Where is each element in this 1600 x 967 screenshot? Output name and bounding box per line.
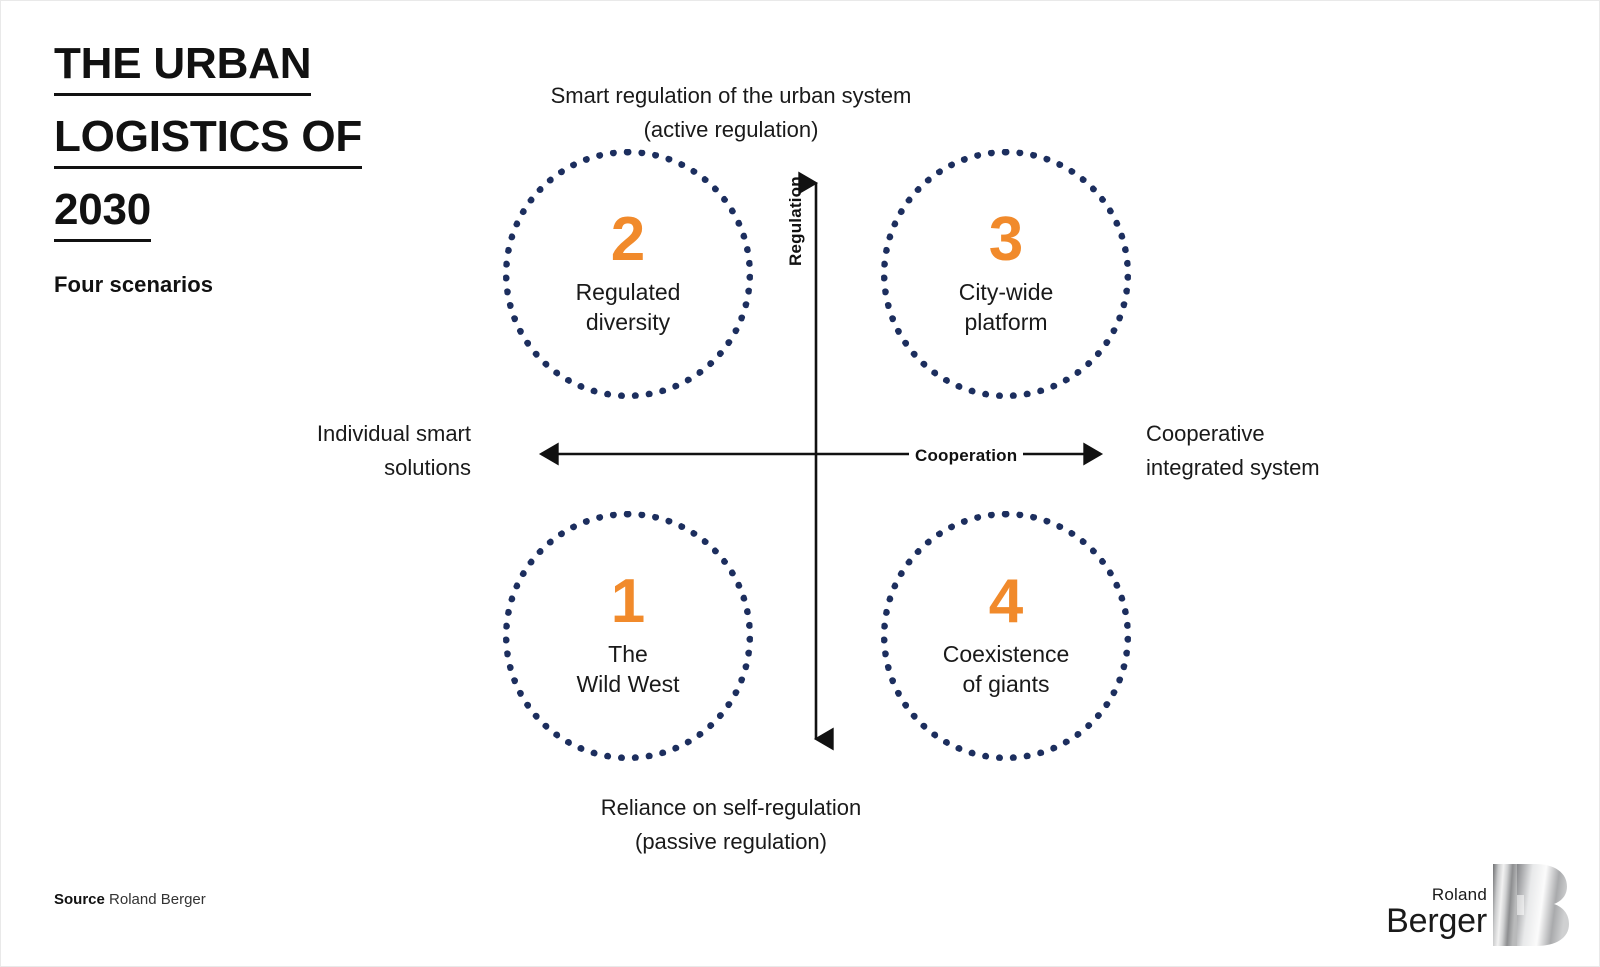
page-title-line-3: 2030: [54, 185, 151, 242]
source-label: Source: [54, 891, 105, 908]
logo-wordmark: Roland Berger: [1386, 886, 1491, 948]
scenario-circle-coexistence-of-giants[interactable]: 4 Coexistence of giants: [881, 511, 1131, 761]
pole-label-left: Individual smart solutions: [316, 421, 471, 480]
page-title-line-1: THE URBAN: [54, 39, 312, 96]
axis-label-cooperation: Cooperation: [909, 446, 1024, 466]
scenario-name: City-wide platform: [958, 279, 1054, 335]
logo-b-mark-icon: [1493, 864, 1569, 946]
pole-label-right: Cooperative integrated system: [1146, 421, 1320, 480]
scenario-name: Regulated diversity: [575, 279, 681, 335]
page-subtitle: Four scenarios: [54, 272, 214, 297]
scenario-circle-city-wide-platform[interactable]: 3 City-wide platform: [881, 149, 1131, 399]
source-value: Roland Berger: [109, 891, 206, 908]
roland-berger-logo: Roland Berger: [1386, 862, 1569, 948]
scenario-matrix: Regulation Cooperation Smart regulation …: [281, 61, 1411, 861]
source-note: Source Roland Berger: [54, 891, 206, 908]
scenario-name: Coexistence of giants: [942, 641, 1070, 697]
scenario-number: 1: [610, 567, 646, 636]
scenario-circle-the-wild-west[interactable]: 1 The Wild West: [503, 511, 753, 761]
scenario-number: 4: [988, 567, 1024, 636]
scenario-name: The Wild West: [576, 641, 680, 697]
scenario-circle-regulated-diversity[interactable]: 2 Regulated diversity: [503, 149, 753, 399]
title-block: THE URBAN LOGISTICS OF 2030 Four scenari…: [54, 39, 454, 298]
page-title-line-2: LOGISTICS OF: [54, 112, 362, 169]
axis-label-regulation: Regulation: [786, 176, 805, 266]
logo-line-berger: Berger: [1386, 902, 1487, 940]
pole-label-top: Smart regulation of the urban system (ac…: [550, 83, 912, 142]
scenario-number: 3: [988, 205, 1024, 274]
logo-line-roland: Roland: [1431, 885, 1487, 904]
pole-label-bottom: Reliance on self-regulation (passive reg…: [600, 795, 862, 854]
scenario-number: 2: [610, 205, 646, 274]
